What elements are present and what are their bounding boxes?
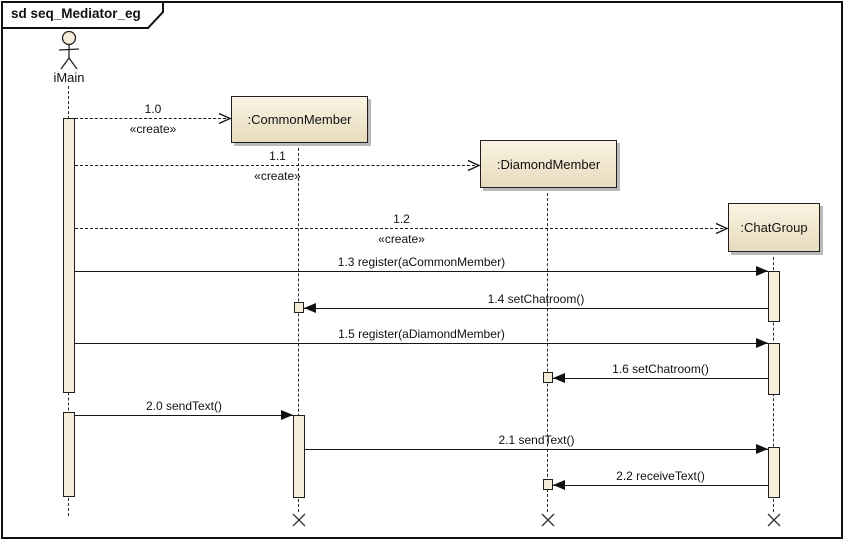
msg-2-1-line bbox=[305, 449, 768, 450]
msg-2-1-arrowhead-icon bbox=[756, 444, 768, 454]
msg-1-3-arrowhead-icon bbox=[756, 266, 768, 276]
msg-2-0-label: 2.0 sendText() bbox=[145, 399, 223, 413]
activation-square-commonmember bbox=[294, 302, 304, 313]
frame-tab-shape bbox=[2, 2, 164, 29]
object-box-chatgroup: :ChatGroup bbox=[728, 203, 820, 252]
activation-imain-1 bbox=[63, 118, 75, 393]
frame-title-tab bbox=[2, 2, 164, 29]
diagram-title: sd seq_Mediator_eg bbox=[11, 6, 141, 21]
msg-1-2-line bbox=[75, 228, 728, 229]
msg-1-5-line bbox=[75, 343, 768, 344]
msg-1-2-stereotype: «create» bbox=[378, 232, 425, 246]
msg-1-1-number: 1.1 bbox=[269, 149, 286, 163]
lifeline-diamondmember bbox=[547, 188, 548, 512]
activation-chatgroup-2 bbox=[768, 343, 780, 395]
msg-1-1-open-arrowhead-icon bbox=[467, 159, 481, 172]
activation-square-diamondmember-2 bbox=[543, 479, 553, 490]
msg-2-0-arrowhead-icon bbox=[281, 410, 293, 420]
msg-1-0-line bbox=[75, 118, 231, 119]
activation-imain-2 bbox=[63, 412, 75, 497]
msg-1-4-arrowhead-icon bbox=[304, 303, 316, 313]
msg-2-0-line bbox=[75, 415, 293, 416]
activation-square-diamondmember-1 bbox=[543, 372, 553, 383]
msg-2-1-label: 2.1 sendText() bbox=[498, 433, 575, 447]
msg-1-0-number: 1.0 bbox=[144, 102, 162, 116]
msg-2-2-line bbox=[553, 485, 768, 486]
msg-1-0-stereotype: «create» bbox=[129, 122, 177, 136]
object-name-chatgroup: :ChatGroup bbox=[740, 220, 808, 235]
activation-chatgroup-3 bbox=[768, 447, 780, 498]
activation-chatgroup-1 bbox=[768, 271, 780, 322]
msg-1-6-line bbox=[553, 378, 768, 379]
msg-2-2-label: 2.2 receiveText() bbox=[616, 469, 705, 483]
msg-2-2-arrowhead-icon bbox=[553, 480, 565, 490]
actor-icon bbox=[58, 30, 80, 70]
msg-1-3-line bbox=[75, 271, 768, 272]
object-name-commonmember: :CommonMember bbox=[247, 112, 352, 127]
msg-1-6-arrowhead-icon bbox=[553, 373, 565, 383]
msg-1-3-label: 1.3 register(aCommonMember) bbox=[337, 255, 506, 269]
actor-name-label: iMain bbox=[53, 70, 85, 85]
object-name-diamondmember: :DiamondMember bbox=[496, 156, 601, 172]
msg-1-6-label: 1.6 setChatroom() bbox=[612, 362, 709, 376]
activation-commonmember bbox=[293, 415, 305, 498]
msg-1-2-open-arrowhead-icon bbox=[715, 222, 729, 235]
msg-1-5-arrowhead-icon bbox=[756, 338, 768, 348]
lifeline-end-x-chatgroup-icon bbox=[767, 513, 781, 527]
msg-1-2-number: 1.2 bbox=[393, 212, 410, 226]
msg-1-4-line bbox=[304, 308, 768, 309]
object-box-commonmember: :CommonMember bbox=[231, 96, 368, 143]
lifeline-commonmember bbox=[298, 143, 299, 512]
lifeline-end-x-commonmember-icon bbox=[292, 513, 306, 527]
msg-1-4-label: 1.4 setChatroom() bbox=[487, 292, 585, 306]
msg-1-0-open-arrowhead-icon bbox=[218, 112, 232, 125]
msg-1-1-stereotype: «create» bbox=[254, 169, 301, 183]
object-box-diamondmember: :DiamondMember bbox=[480, 140, 617, 188]
msg-1-1-line bbox=[75, 165, 480, 166]
lifeline-end-x-diamondmember-icon bbox=[541, 513, 555, 527]
msg-1-5-label: 1.5 register(aDiamondMember) bbox=[338, 327, 505, 341]
